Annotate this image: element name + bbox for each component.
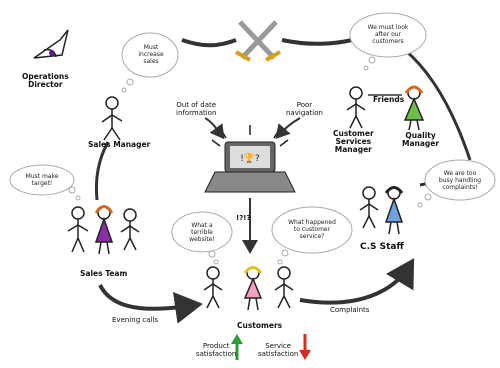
label-friends: Friends [373,95,405,104]
thought-cs-manager: We must look after our customers [367,24,409,45]
cs-manager-figure [346,86,366,129]
thought-sales-manager: Must increase sales [138,44,164,65]
flow-line-swords-to-csmgr [281,38,353,46]
label-sales-manager: Sales Manager [88,140,151,149]
cs-staff-figures [359,186,404,235]
label-out-of-date: Out of date information [176,101,217,117]
label-product-satisfaction: Product satisfaction [196,342,237,358]
flow-line-salesmgr-to-swords [181,38,237,48]
label-operations-director: Operations Director [22,72,69,89]
quality-manager-figure [403,85,425,131]
crossed-swords-icon [235,20,281,62]
label-quality-manager: Quality Manager [402,131,440,148]
label-confusion: !?!? [236,214,251,222]
thought-cloud-shapes [9,12,496,265]
label-poor-navigation: Poor navigation [286,101,323,117]
down-arrow-icon [299,334,311,360]
arrow-navigation-to-laptop [275,117,301,140]
svg-text:!🏆?: !🏆? [240,152,260,164]
flow-line-csmgr-to-csstaff [404,48,472,161]
laptop-icon: !🏆? [204,141,296,193]
sales-manager-figure [101,96,123,141]
customers-figures [203,266,294,311]
thought-customer-website: What a terrible website! [189,222,215,243]
label-complaints: Complaints [330,306,370,314]
up-arrow-icon [231,334,243,360]
sales-team-figures [67,205,140,255]
thought-sales-team: Must make target! [25,173,59,187]
thought-customer-service: What happened to customer service? [288,219,336,240]
label-evening-calls: Evening calls [112,316,159,324]
thought-cs-staff: We are too busy handling complaints! [438,170,482,191]
flow-line-customers-to-csstaff [299,258,415,305]
arrow-outofdate-to-laptop [204,117,225,140]
label-customer-services-manager: Customer Services Manager [333,129,374,154]
label-sales-team: Sales Team [80,269,128,278]
label-service-satisfaction: Service satisfaction [258,342,299,358]
label-customers: Customers [237,321,283,330]
flow-line-salesmgr-to-team [94,141,110,201]
flow-line-team-to-customers [98,283,203,324]
eye-icon [33,29,69,59]
label-cs-staff: C.S Staff [360,242,404,252]
